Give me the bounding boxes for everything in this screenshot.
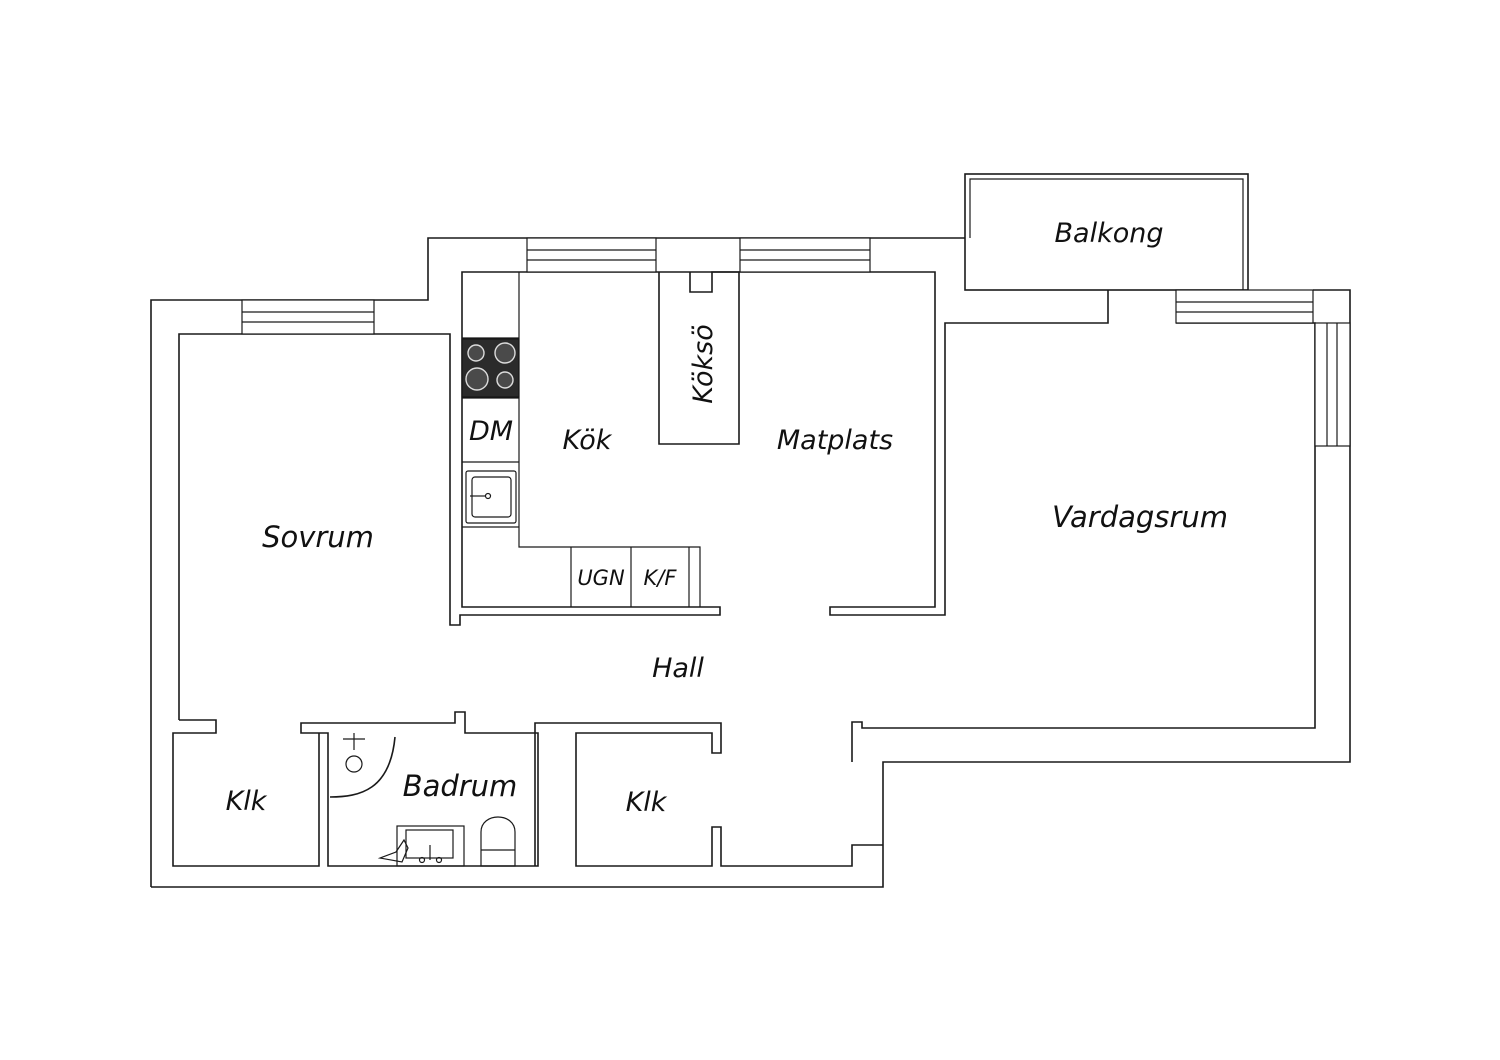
- stove-icon: [461, 338, 520, 398]
- room-labels: Balkong Köksö DM Kök Matplats Sovrum Var…: [226, 218, 1228, 818]
- windows: [241, 237, 1351, 447]
- label-dm: DM: [469, 416, 513, 447]
- kitchen-island: [658, 271, 740, 445]
- window-vardagsrum-side: [1314, 322, 1351, 447]
- label-sovrum: Sovrum: [262, 520, 374, 554]
- balcony: [964, 173, 1249, 291]
- inner-wall-right: [851, 322, 1316, 762]
- kitchen: [461, 271, 740, 607]
- label-klk-mid: Klk: [626, 787, 668, 818]
- window-matplats: [739, 237, 871, 273]
- balcony-inner: [969, 178, 1244, 290]
- outer-walls: [150, 237, 1351, 888]
- label-badrum: Badrum: [403, 769, 518, 803]
- bathroom: [329, 733, 516, 867]
- kitchen-counter: [518, 272, 701, 607]
- label-kf: K/F: [644, 566, 678, 590]
- window-vardagsrum-top: [1175, 289, 1314, 324]
- inner-wall-left: [178, 271, 1109, 720]
- label-koksoe: Köksö: [688, 324, 719, 403]
- shower-icon: [329, 733, 396, 798]
- window-sovrum: [241, 299, 375, 335]
- label-balkong: Balkong: [1055, 218, 1164, 249]
- wall-klk-mid: [534, 722, 883, 867]
- toilet-icon: [480, 816, 516, 867]
- washbasin-icon: [377, 825, 465, 867]
- outer-wall-right: [151, 289, 1351, 888]
- sink-icon: [465, 470, 517, 524]
- outer-wall-outline: [150, 237, 965, 887]
- balcony-outer: [964, 173, 1249, 291]
- label-klk-left: Klk: [226, 786, 268, 817]
- label-vardagsrum: Vardagsrum: [1052, 500, 1228, 534]
- window-kok: [526, 237, 657, 273]
- label-matplats: Matplats: [777, 425, 893, 456]
- label-ugn: UGN: [577, 566, 625, 590]
- partitions: [172, 711, 883, 867]
- label-hall: Hall: [652, 653, 704, 684]
- label-kok: Kök: [563, 425, 613, 456]
